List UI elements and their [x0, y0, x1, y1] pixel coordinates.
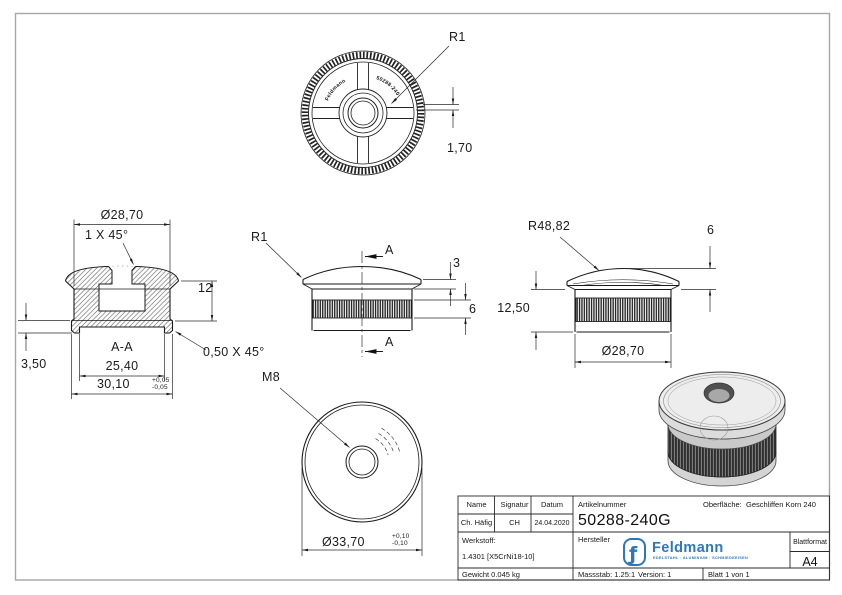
tb-signatur-value: CH	[509, 518, 520, 527]
top-view: Feldmann 50288-240	[300, 45, 459, 176]
feldmann-wordmark: Feldmann	[652, 540, 724, 556]
tb-name-label: Name	[466, 500, 487, 509]
tb-oberflaeche-value: Geschliffen Korn 240	[746, 500, 816, 509]
side-view	[265, 242, 471, 357]
tb-blattformat-label: Blattformat	[793, 539, 827, 546]
tb-werkstoff-label: Werkstoff:	[462, 536, 496, 545]
tol-minus: -0,10	[392, 540, 408, 548]
dim-cap-6-right: 6	[707, 223, 715, 237]
spokes	[313, 63, 413, 163]
dim-dia-3370: Ø33,70	[322, 535, 365, 549]
dim-outer-tolerance: +0,05 -0,05	[152, 377, 169, 391]
dim-cap-3: 3	[453, 256, 461, 270]
right-view	[531, 236, 716, 368]
dim-dia-2870-section: Ø28,70	[100, 208, 144, 222]
dim-chamfer-050x45: 0,50 X 45°	[203, 345, 265, 359]
tb-artikelnummer: 50288-240G	[578, 512, 671, 529]
dim-r1-top: R1	[449, 30, 466, 44]
tb-blattformat-value: A4	[802, 555, 818, 569]
thread-indicator-arcs	[375, 427, 401, 456]
tb-blatt: Blatt 1 von 1	[708, 570, 750, 579]
dim-depth-12: 12	[198, 281, 213, 295]
tb-oberflaeche-label: Oberfläche:	[703, 500, 742, 509]
dim-body-1250: 12,50	[497, 301, 530, 315]
dim-r4882: R48,82	[528, 219, 571, 233]
tb-signatur-label: Signatur	[500, 500, 529, 509]
sheet-frame	[14, 12, 831, 581]
dim-recess-2540: 25,40	[105, 359, 139, 373]
svg-text:ƒ: ƒ	[627, 543, 638, 565]
dim-knurl-6: 6	[469, 302, 477, 316]
dim-r1-side: R1	[251, 230, 268, 244]
dim-dia-2870-right: Ø28,70	[601, 344, 645, 358]
tol-plus: +0,05	[152, 377, 170, 384]
tb-gewicht: Gewicht 0.045 kg	[462, 570, 520, 579]
title-block-lines	[457, 495, 830, 581]
tb-datum-label: Datum	[540, 500, 564, 509]
section-arrow-label-bottom: A	[385, 335, 394, 349]
tb-name-value: Ch. Häfig	[460, 518, 493, 527]
tb-version: Version: 1	[638, 570, 672, 579]
feldmann-logo-icon: ƒ	[623, 538, 646, 566]
dim-170: 1,70	[447, 141, 473, 155]
tb-datum-value: 24.04.2020	[534, 519, 570, 527]
dim-dia-3370-tolerance: +0,10 -0,10	[392, 533, 409, 547]
section-label-aa: A-A	[111, 340, 133, 354]
iso-view	[658, 371, 786, 487]
tol-plus: +0,10	[392, 533, 410, 540]
tb-artikel-label: Artikelnummer	[578, 500, 627, 509]
section-arrow-label-top: A	[385, 243, 394, 257]
tb-hersteller-label: Hersteller	[578, 535, 611, 544]
feldmann-tagline: EDELSTAHL · ALUMINIUM · SCHMIEDEEISEN	[653, 556, 749, 560]
tb-werkstoff-value: 1.4301 [X5CrNi18-10]	[462, 552, 535, 561]
bottom-view	[279, 387, 423, 556]
dim-chamfer-1x45: 1 X 45°	[85, 228, 129, 242]
dim-flange-350: 3,50	[21, 357, 47, 371]
dim-thread-m8: M8	[262, 370, 280, 384]
dim-outer-3010: 30,10	[97, 377, 130, 391]
tol-minus: -0,05	[152, 384, 168, 392]
tb-massstab: Massstab: 1.25:1	[578, 570, 636, 579]
section-view	[18, 219, 217, 399]
